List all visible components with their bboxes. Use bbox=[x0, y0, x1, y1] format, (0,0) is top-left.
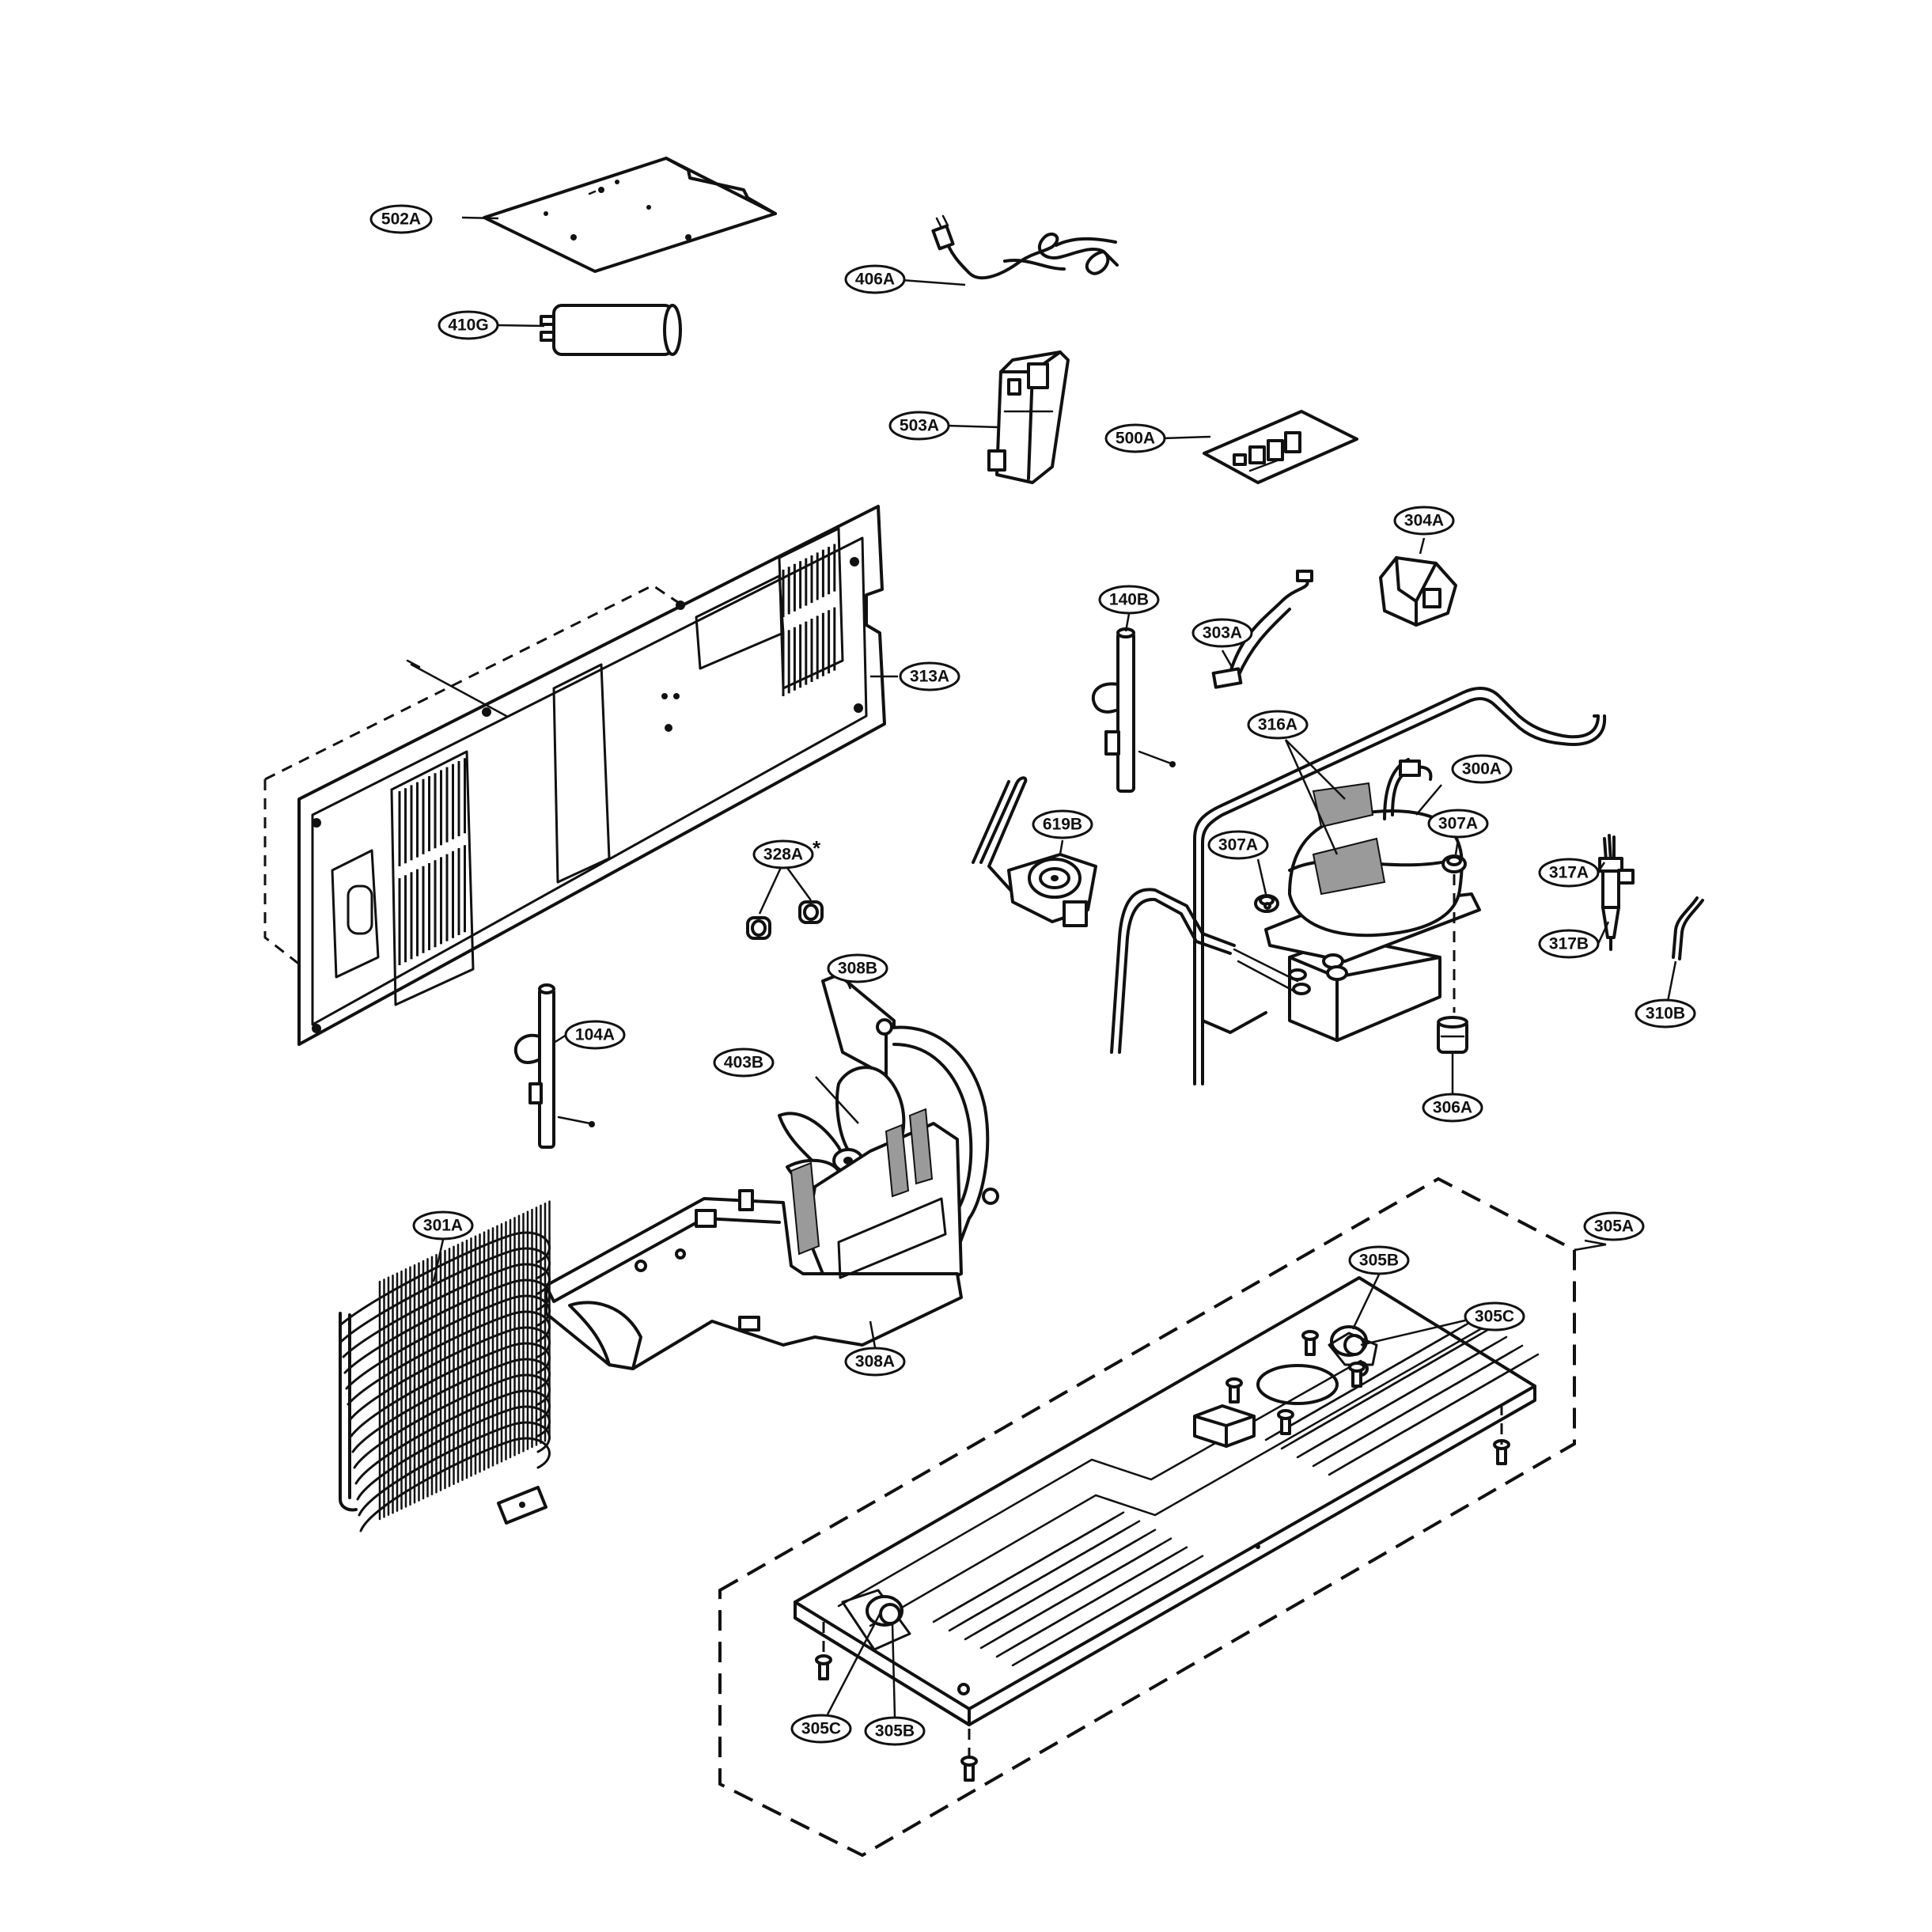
asterisk-mark: * bbox=[813, 836, 821, 860]
callout-label-301A: 301A bbox=[423, 1217, 463, 1235]
callout-140B: 140B bbox=[1098, 585, 1160, 615]
part-500A-control-board bbox=[1203, 410, 1358, 484]
callout-502A: 502A bbox=[369, 204, 433, 234]
part-313A-back-panel bbox=[263, 505, 886, 1046]
callout-label-305B-bottom: 305B bbox=[875, 1722, 915, 1741]
callout-label-502A: 502A bbox=[381, 210, 421, 229]
callout-313A: 313A bbox=[899, 661, 960, 691]
callout-label-305C-bottom: 305C bbox=[801, 1720, 841, 1738]
callout-label-305A: 305A bbox=[1594, 1218, 1634, 1236]
callout-308A: 308A bbox=[844, 1347, 906, 1377]
callout-301A: 301A bbox=[412, 1210, 474, 1241]
callout-label-305C-top: 305C bbox=[1475, 1308, 1514, 1326]
part-410G-capacitor bbox=[540, 304, 682, 356]
callout-label-307A-left: 307A bbox=[1218, 836, 1258, 854]
callout-label-305B-top: 305B bbox=[1359, 1252, 1399, 1270]
callout-label-328A: 328A bbox=[763, 846, 803, 864]
part-328A-caps bbox=[746, 900, 824, 940]
callout-label-303A: 303A bbox=[1203, 624, 1242, 642]
callout-label-317B: 317B bbox=[1549, 935, 1589, 953]
callout-410G: 410G bbox=[438, 310, 499, 340]
part-619B-fan-motor bbox=[972, 776, 1097, 927]
callout-500A: 500A bbox=[1104, 423, 1166, 453]
part-308-fan-shroud bbox=[544, 973, 999, 1370]
callout-label-306A: 306A bbox=[1433, 1099, 1472, 1117]
callout-label-317A: 317A bbox=[1549, 864, 1589, 882]
callout-label-104A: 104A bbox=[575, 1026, 615, 1044]
callout-label-313A: 313A bbox=[910, 668, 949, 686]
condenser-coil-loops bbox=[339, 1200, 551, 1532]
callout-303A: 303A bbox=[1191, 618, 1253, 648]
callout-317B: 317B bbox=[1538, 929, 1600, 959]
callout-403B: 403B bbox=[713, 1047, 775, 1078]
callout-307A-left: 307A bbox=[1207, 830, 1269, 860]
callout-label-300A: 300A bbox=[1462, 760, 1502, 778]
part-303A-wire-harness bbox=[1211, 570, 1313, 689]
callout-316A: 316A bbox=[1247, 710, 1309, 740]
part-104A-tube bbox=[513, 983, 595, 1149]
callout-label-310B: 310B bbox=[1646, 1005, 1685, 1023]
base-plate-screws bbox=[815, 1330, 1510, 1782]
part-306A-foot bbox=[1437, 1016, 1468, 1054]
callout-104A: 104A bbox=[564, 1020, 626, 1050]
callout-406A: 406A bbox=[844, 264, 906, 294]
callout-label-406A: 406A bbox=[855, 271, 895, 289]
callout-label-619B: 619B bbox=[1043, 816, 1082, 834]
callout-label-308A: 308A bbox=[855, 1353, 895, 1371]
part-406A-power-cord bbox=[931, 214, 1119, 280]
part-317-sensor bbox=[1598, 834, 1635, 951]
part-310B-tube bbox=[1672, 896, 1704, 960]
callout-label-503A: 503A bbox=[900, 417, 939, 435]
part-304A-bracket bbox=[1379, 556, 1457, 627]
callout-label-307A-right: 307A bbox=[1438, 815, 1478, 833]
part-502A-cover-plate bbox=[483, 157, 777, 273]
callout-label-316A: 316A bbox=[1258, 716, 1297, 734]
callout-305B-bottom: 305B bbox=[864, 1716, 926, 1746]
callout-308B: 308B bbox=[827, 953, 888, 983]
part-140B-drain-tube bbox=[1091, 627, 1176, 793]
callout-304A: 304A bbox=[1393, 506, 1455, 536]
callout-label-304A: 304A bbox=[1404, 512, 1444, 530]
part-305B-305C-roller-bottom bbox=[866, 1595, 903, 1627]
part-300A-compressor-assembly bbox=[1110, 686, 1607, 1085]
back-panel-grille bbox=[398, 544, 836, 965]
callout-305C-bottom: 305C bbox=[790, 1714, 852, 1744]
callout-317A: 317A bbox=[1538, 858, 1600, 888]
callout-305B-top: 305B bbox=[1348, 1245, 1410, 1275]
base-plate-grille bbox=[932, 1318, 1540, 1667]
callout-306A: 306A bbox=[1422, 1093, 1483, 1123]
part-305A-base-plate-group bbox=[718, 1176, 1576, 1858]
part-503A-relay bbox=[987, 350, 1070, 484]
callout-328A: 328A bbox=[752, 839, 814, 869]
callout-305A: 305A bbox=[1583, 1211, 1645, 1241]
callout-300A: 300A bbox=[1451, 754, 1513, 784]
part-307A-grommets bbox=[1254, 854, 1467, 1013]
callout-label-140B: 140B bbox=[1109, 591, 1149, 609]
callout-619B: 619B bbox=[1032, 809, 1093, 839]
callout-305C-top: 305C bbox=[1464, 1301, 1525, 1332]
callout-label-308B: 308B bbox=[838, 960, 877, 978]
callout-label-410G: 410G bbox=[448, 316, 488, 335]
callout-label-500A: 500A bbox=[1116, 430, 1155, 448]
callout-label-403B: 403B bbox=[724, 1054, 763, 1072]
callout-310B: 310B bbox=[1635, 998, 1696, 1029]
callout-307A-right: 307A bbox=[1427, 809, 1489, 839]
part-301A-condenser-coil bbox=[339, 1200, 551, 1532]
callout-503A: 503A bbox=[888, 411, 950, 441]
